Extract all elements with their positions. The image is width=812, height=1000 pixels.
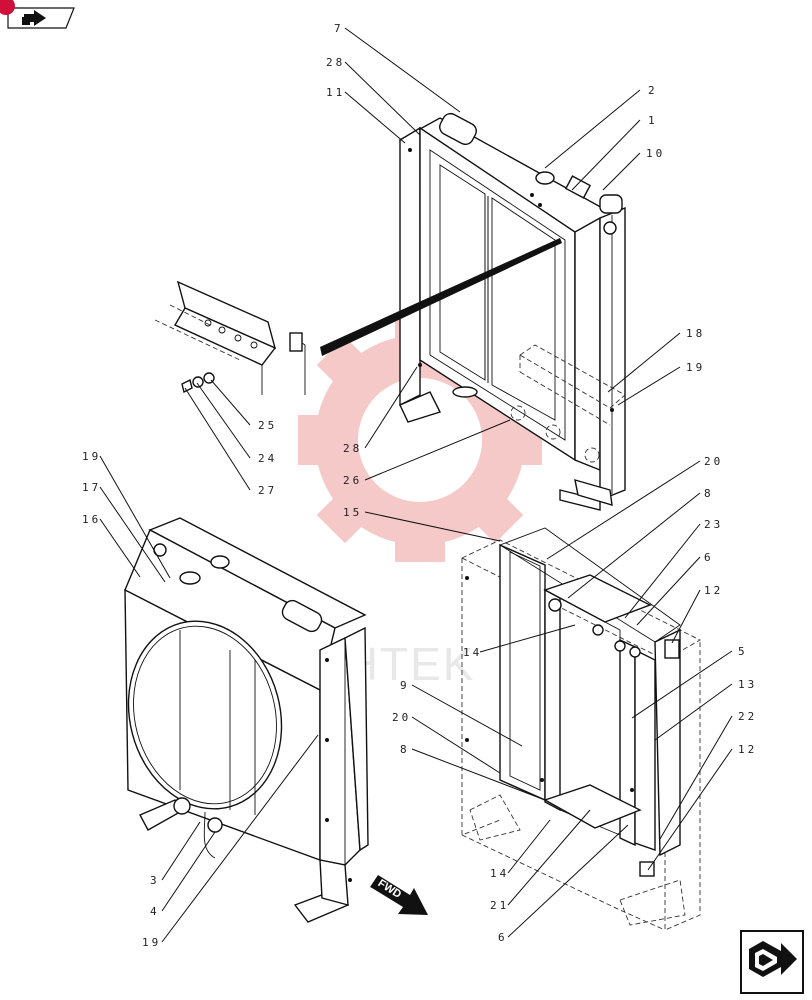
leader-line-c-15 [364,511,501,542]
callout-c-8a: 8 [704,487,714,500]
arrow-right-icon [22,10,46,26]
callout-c-10: 10 [646,147,665,160]
leader-line-c-23 [624,523,701,619]
callout-c-1: 1 [648,114,658,127]
callout-c-19c: 19 [142,936,161,949]
callout-c-14a: 14 [463,646,482,659]
leader-line-c-4 [161,831,216,912]
callout-c-19b: 19 [82,450,101,463]
leader-line-c-13 [654,683,733,741]
leader-line-c-18 [607,332,681,393]
explode-arrow [320,238,562,356]
leader-line-c-2 [544,89,641,169]
callout-c-16: 16 [82,513,101,526]
callout-c-7: 7 [334,22,344,35]
callout-c-25: 25 [258,419,277,432]
ghost-part-18 [519,344,626,409]
callout-c-18: 18 [686,327,705,340]
radiator-frame-top [398,112,626,511]
callout-c-8b: 8 [400,743,410,756]
leader-line-c-6a [636,556,701,626]
leader-line-c-8a [567,492,701,599]
leader-line-c-1 [571,119,641,191]
callout-c-26: 26 [343,474,362,487]
leader-line-c-8b [411,748,546,801]
leader-line-c-5 [631,650,733,719]
leader-line-c-11 [344,91,406,144]
callout-c-21: 21 [490,899,509,912]
leader-line-c-17 [99,486,166,583]
leader-line-c-20b [411,716,501,774]
leader-lines [99,27,733,943]
leader-line-c-6b [507,824,629,938]
leader-line-c-12b [647,748,733,871]
callout-c-6b: 6 [498,931,508,944]
callout-c-28a: 28 [326,56,345,69]
leader-line-c-22 [659,715,733,840]
callout-c-23: 23 [704,518,723,531]
leader-line-c-25 [210,379,251,426]
callout-c-28b: 28 [343,442,362,455]
radiator-assembly-rear [124,517,369,923]
callout-c-14b: 14 [490,867,509,880]
leader-line-c-19a [617,366,681,406]
callout-c-5: 5 [738,645,748,658]
callout-c-9: 9 [400,679,410,692]
leader-line-c-10 [602,152,641,191]
callout-c-24: 24 [258,452,277,465]
leader-line-c-28b [364,366,418,449]
callout-c-12a: 12 [704,584,723,597]
leader-line-c-14a [479,624,576,653]
leader-line-c-7 [344,27,461,113]
bracket-assembly [154,280,306,395]
return-home-button[interactable] [739,929,805,995]
status-badge [0,0,15,15]
leader-line-c-19c [161,734,319,943]
leader-line-c-14b [507,819,551,874]
leader-line-c-9 [411,684,523,747]
callout-c-20a: 20 [704,455,723,468]
return-arrow-icon [749,941,797,977]
leader-line-c-20a [546,460,701,560]
callout-c-22: 22 [738,710,757,723]
callout-c-27: 27 [258,484,277,497]
callout-c-4: 4 [150,905,160,918]
callout-c-3: 3 [150,874,160,887]
radiator-core-exploded [460,527,701,931]
leader-line-c-28a [344,61,421,136]
previous-page-button[interactable] [4,4,76,30]
leader-line-c-26 [364,419,511,481]
leader-line-c-27 [184,387,251,491]
callout-c-15: 15 [343,506,362,519]
callout-c-17: 17 [82,481,101,494]
leader-line-c-3 [161,821,201,881]
callout-c-13: 13 [738,678,757,691]
callout-c-20b: 20 [392,711,411,724]
callout-c-19a: 19 [686,361,705,374]
fwd-arrow: FWD [370,875,428,915]
leader-line-c-24 [196,382,251,459]
callout-c-12b: 12 [738,743,757,756]
leader-line-c-19b [99,455,171,579]
callout-c-2: 2 [648,84,658,97]
leader-line-c-16 [99,518,141,578]
leader-line-c-21 [507,809,591,906]
leader-line-c-12a [671,589,701,644]
callout-c-11: 11 [326,86,345,99]
callout-c-6a: 6 [704,551,714,564]
fittings-26 [510,405,600,463]
